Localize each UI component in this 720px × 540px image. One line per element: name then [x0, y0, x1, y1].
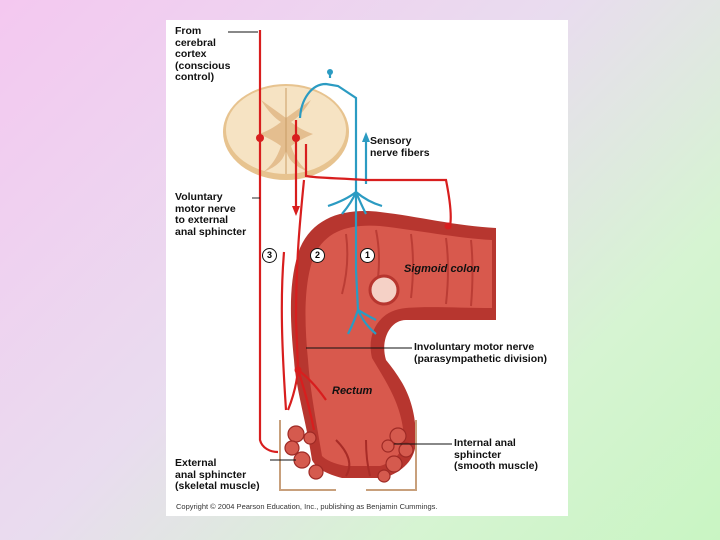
defecation-reflex-diagram	[223, 30, 496, 491]
label-internal-anal-sphincter: Internal anal sphincter (smooth muscle)	[454, 437, 539, 472]
colon-rectum	[279, 211, 496, 491]
marker-2: 2	[310, 248, 325, 263]
label-involuntary-motor-nerve: Involuntary motor nerve (parasympathetic…	[414, 341, 548, 365]
label-sigmoid-colon: Sigmoid colon	[404, 263, 480, 275]
label-voluntary-motor-nerve: Voluntary motor nerve to external anal s…	[175, 191, 247, 238]
label-rectum: Rectum	[332, 385, 373, 397]
motor-nerve-paths	[256, 30, 452, 454]
label-external-anal-sphincter: External anal sphincter (skeletal muscle…	[175, 457, 260, 492]
marker-1: 1	[360, 248, 375, 263]
label-from-cortex: From cerebral cortex (conscious control)	[175, 25, 231, 83]
label-leader-lines	[228, 31, 452, 461]
sensory-nerve-paths	[298, 69, 383, 335]
figure-panel: From cerebral cortex (conscious control)…	[166, 20, 568, 516]
label-sensory-nerve-fibers: Sensory nerve fibers	[370, 135, 430, 159]
copyright-notice: Copyright © 2004 Pearson Education, Inc.…	[176, 502, 438, 511]
spinal-cord-section	[223, 84, 349, 180]
marker-3: 3	[262, 248, 277, 263]
